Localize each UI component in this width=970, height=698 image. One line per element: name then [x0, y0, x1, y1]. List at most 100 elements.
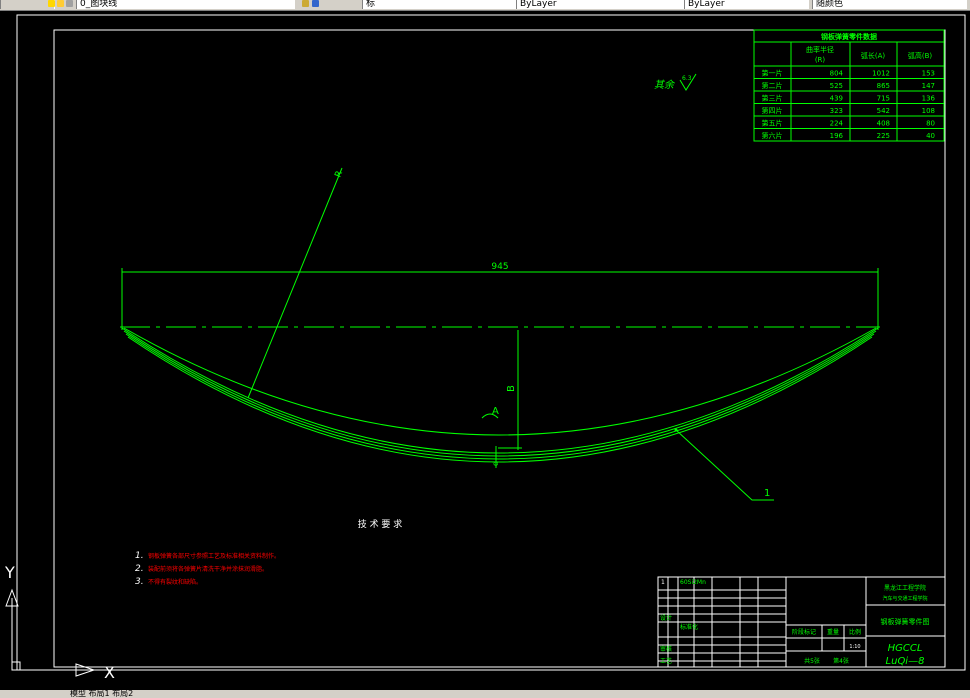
dim-B-text: B: [506, 385, 517, 392]
tb-code-line1: HGCCL: [888, 643, 923, 654]
ucs-y-arrow: [5, 588, 19, 607]
properties-toolbar: 0_图块线 标 ByLayer ByLayer 随颜色: [0, 0, 970, 11]
tb-designer-label: 设计: [660, 614, 672, 622]
tb-stage-label: 阶段标记: [792, 628, 816, 636]
sheet-outer-frame: [16, 14, 966, 671]
layer-icons[interactable]: [0, 0, 55, 9]
arc-A-text: A: [492, 406, 499, 417]
tb-process-label: 工艺: [660, 657, 672, 665]
notes-list: 1. 钢板弹簧各部尺寸参照工艺及标准相关资料制作。 2. 装配前须将各弹簧片清洗干净并…: [135, 551, 280, 587]
spec-row-label: 第一片: [762, 69, 783, 78]
tb-school: 黑龙江工程学院: [884, 584, 926, 592]
dim-945-text: 945: [491, 262, 508, 272]
notes-title: 技 术 要 求: [358, 518, 403, 530]
spring-arc-outer: [121, 327, 879, 454]
note-text: 不得有裂纹和缺陷。: [148, 578, 202, 586]
dim-d-text: d: [491, 461, 500, 466]
tb-code-line2: LuQi—8: [886, 656, 925, 667]
spec-row-label: 第六片: [762, 131, 783, 140]
roughness-symbol: [679, 73, 697, 91]
arc-A-symbol: [481, 413, 499, 419]
tb-sheet-no: 第4张: [833, 657, 849, 665]
tb-scale-label: 比例: [849, 628, 861, 636]
part-callout-text: 1: [764, 488, 770, 499]
sun-icon[interactable]: [57, 0, 64, 7]
spec-row-value: 40: [926, 132, 935, 140]
lock-icon[interactable]: [66, 0, 73, 7]
spec-table: 钢板弹簧零件数据 曲率半径 (R) 弧长(A) 弧高(B) 第一片 804 1012…: [753, 29, 945, 142]
layout-tabs[interactable]: 模型 布局1 布局2: [70, 690, 134, 698]
layer-dropdown[interactable]: 0_图块线: [76, 0, 295, 9]
spec-col-header-r-1: 曲率半径: [806, 45, 834, 54]
spec-row-value: 108: [922, 107, 935, 115]
spec-row-value: 542: [877, 107, 890, 115]
tb-sheets: 共5张: [804, 657, 820, 665]
spec-table-frame: [753, 29, 945, 142]
layer-manager-icon[interactable]: [302, 0, 309, 7]
tb-scale-value: 1:10: [849, 644, 860, 650]
drawing-border: [53, 29, 946, 668]
lineweight-dropdown[interactable]: ByLayer: [684, 0, 809, 9]
note-text: 钢板弹簧各部尺寸参照工艺及标准相关资料制作。: [148, 552, 280, 560]
spec-row-value: 408: [877, 120, 890, 128]
linetype-dropdown[interactable]: ByLayer: [516, 0, 685, 9]
spec-row-label: 第五片: [762, 119, 783, 128]
spec-row-value: 147: [922, 82, 935, 90]
tb-drawing-name: 钢板弹簧零件图: [881, 617, 930, 626]
linetype-value: ByLayer: [520, 0, 557, 9]
spec-col-header-r-2: (R): [815, 56, 826, 64]
spec-row-value: 80: [926, 120, 935, 128]
color-value: 标: [366, 0, 376, 9]
note-number: 2.: [135, 564, 144, 574]
lineweight-value: ByLayer: [688, 0, 725, 9]
ucs-x-label: X: [104, 663, 115, 682]
drawing-canvas[interactable]: 945 R B A d 1 其余 6.3 钢板弹簧零件数据 曲率半径 (R) 弧…: [0, 10, 970, 690]
ucs-x-arrow: [75, 663, 96, 677]
spec-row-value: 715: [877, 95, 890, 103]
roughness-value: 6.3: [682, 75, 692, 82]
spec-row-value: 1012: [872, 70, 890, 78]
note-text: 装配前须将各弹簧片清洗干净并涂抹润滑脂。: [148, 565, 268, 573]
spec-table-title: 钢板弹簧零件数据: [821, 32, 877, 41]
spec-row-label: 第三片: [762, 94, 783, 103]
tb-dept: 汽车与交通工程学院: [882, 595, 927, 602]
note-number: 1.: [135, 551, 144, 561]
ucs-y-label: Y: [4, 563, 15, 582]
note-number: 3.: [135, 577, 144, 587]
tb-checker-label: 审核: [660, 645, 672, 653]
title-block: [657, 576, 946, 668]
plotstyle-dropdown[interactable]: 随颜色: [812, 0, 967, 9]
part-callout-dot: [674, 428, 678, 432]
spec-table-row-lines: [754, 78, 944, 129]
layout-tabs-bar[interactable]: 模型 布局1 布局2: [0, 690, 970, 698]
spec-row-value: 153: [922, 70, 935, 78]
radius-label: R: [334, 170, 346, 180]
spec-row-label: 第四片: [762, 106, 783, 115]
spec-col-header-a: 弧长(A): [861, 51, 886, 60]
spec-row-value: 323: [830, 107, 843, 115]
spec-row-value: 136: [922, 95, 936, 103]
spec-row-label: 第二片: [762, 81, 783, 90]
plotstyle-value: 随颜色: [816, 0, 844, 9]
color-dropdown[interactable]: 标: [362, 0, 517, 9]
bulb-icon[interactable]: [48, 0, 55, 7]
spec-row-value: 225: [877, 132, 890, 140]
spring-leaves: [121, 327, 879, 463]
part-callout-leader: [675, 429, 774, 501]
ucs-square: [11, 661, 21, 671]
spec-row-value: 224: [830, 120, 844, 128]
spec-row-value: 865: [877, 82, 890, 90]
spec-col-header-b: 弧高(B): [908, 51, 933, 60]
layer-previous-icon[interactable]: [312, 0, 319, 7]
tb-weight-label: 重量: [827, 628, 839, 636]
spring-arc-outer-2: [123, 330, 877, 457]
spec-row-value: 439: [830, 95, 843, 103]
roughness-prefix: 其余: [654, 79, 676, 91]
tb-part-no: 1: [661, 579, 665, 586]
tb-std-label: 标准化: [680, 623, 698, 631]
spec-row-value: 804: [830, 70, 844, 78]
tb-material: 60Si2Mn: [680, 579, 706, 586]
spring-arc-upper: [123, 327, 877, 436]
ucs-icon: [5, 588, 96, 677]
